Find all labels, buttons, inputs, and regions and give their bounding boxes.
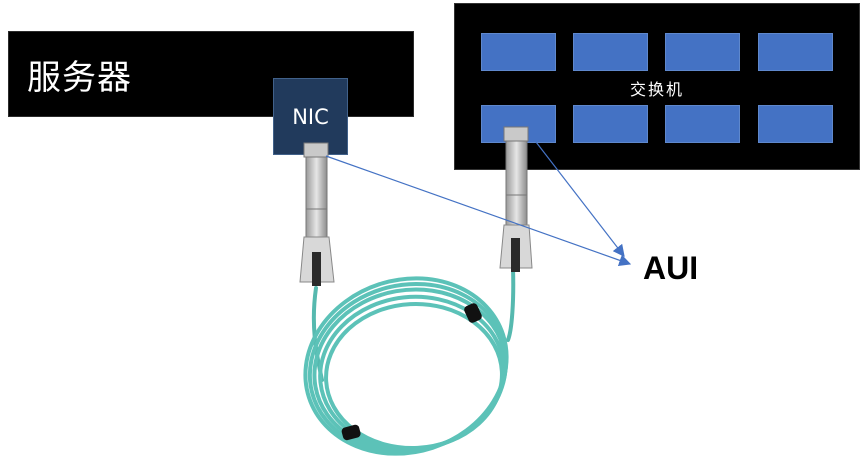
switch-port: [481, 33, 556, 71]
arrow-icon: [535, 141, 625, 257]
switch-port: [758, 105, 833, 143]
switch-port: [665, 105, 740, 143]
nic-label: NIC: [292, 104, 329, 129]
server-box: 服务器: [8, 31, 414, 117]
cable-tie: [341, 424, 361, 441]
switch-port: [758, 33, 833, 71]
switch-port: [573, 105, 648, 143]
switch-port: [665, 33, 740, 71]
cable-tie: [464, 303, 482, 323]
switch-label: 交换机: [629, 80, 684, 99]
transceiver-module-icon: [299, 142, 335, 286]
aui-label: AUI: [643, 250, 699, 286]
switch-port: [573, 33, 648, 71]
transceiver-module-icon: [499, 126, 533, 272]
active-optical-cable-icon: [303, 266, 516, 456]
arrow-icon: [325, 155, 632, 267]
server-label: 服务器: [27, 58, 132, 98]
